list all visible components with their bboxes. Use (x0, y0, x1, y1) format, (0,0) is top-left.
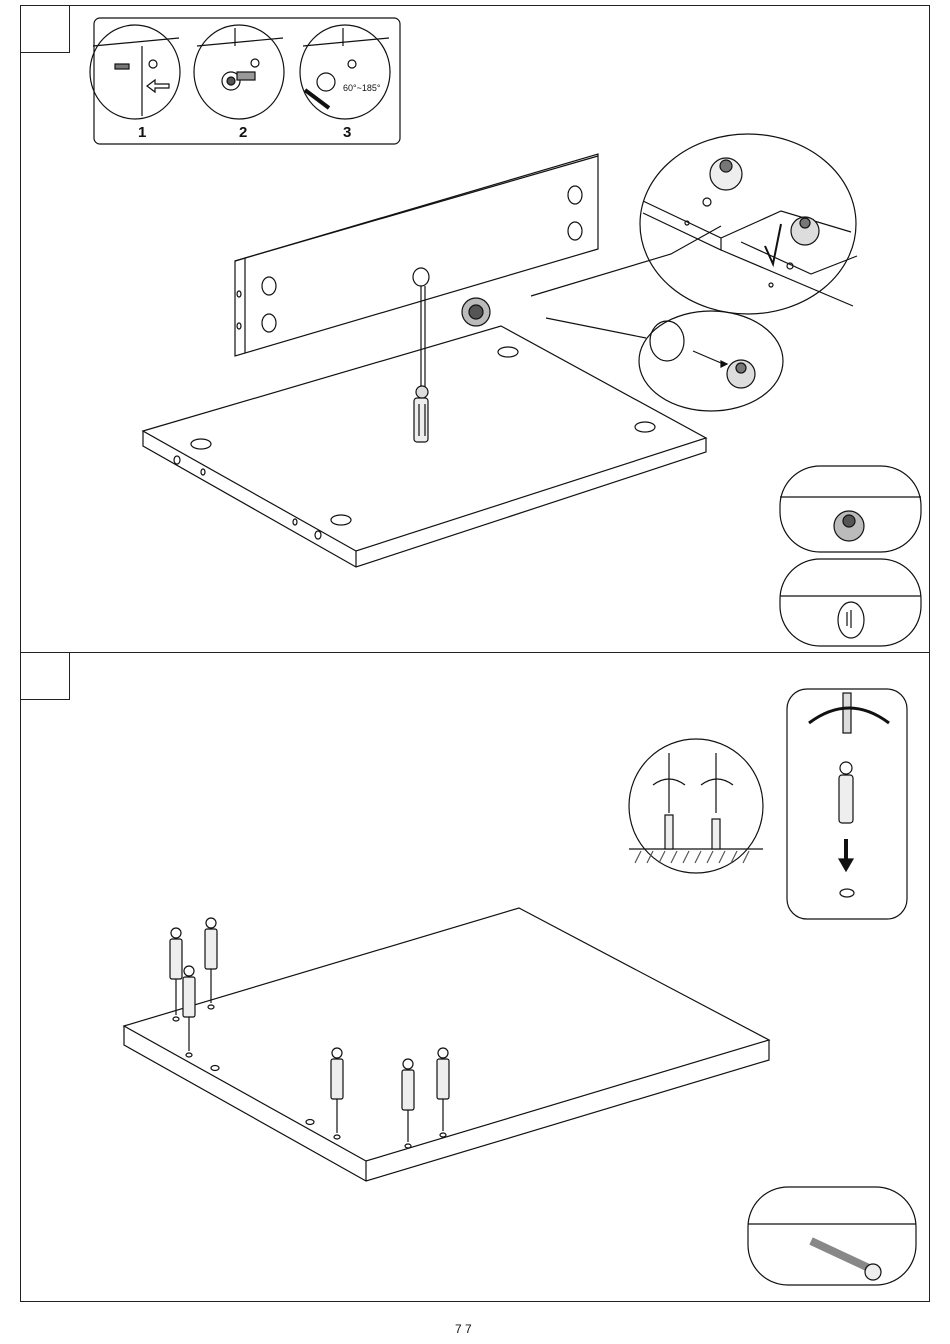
detail-callout-screwdriver (629, 739, 763, 873)
page-number: 7 7 (455, 1322, 472, 1336)
rotation-angle-label: 60°~185° (343, 83, 380, 93)
inset-label-2: 2 (239, 124, 247, 141)
detail-callout-insert (639, 311, 783, 411)
part-box-cam-bolt (748, 1187, 916, 1285)
side-panel (235, 154, 598, 356)
step-panel-2 (20, 652, 930, 1302)
cam-bolt-group (170, 918, 449, 1148)
assembly-illustration-1 (21, 6, 931, 654)
step-panel-1: 1 2 3 60°~185° (20, 5, 930, 653)
bottom-panel-2 (124, 908, 769, 1161)
inset-label-3: 3 (343, 124, 351, 141)
inset-label-1: 1 (138, 124, 146, 141)
assembly-illustration-2 (21, 653, 931, 1303)
